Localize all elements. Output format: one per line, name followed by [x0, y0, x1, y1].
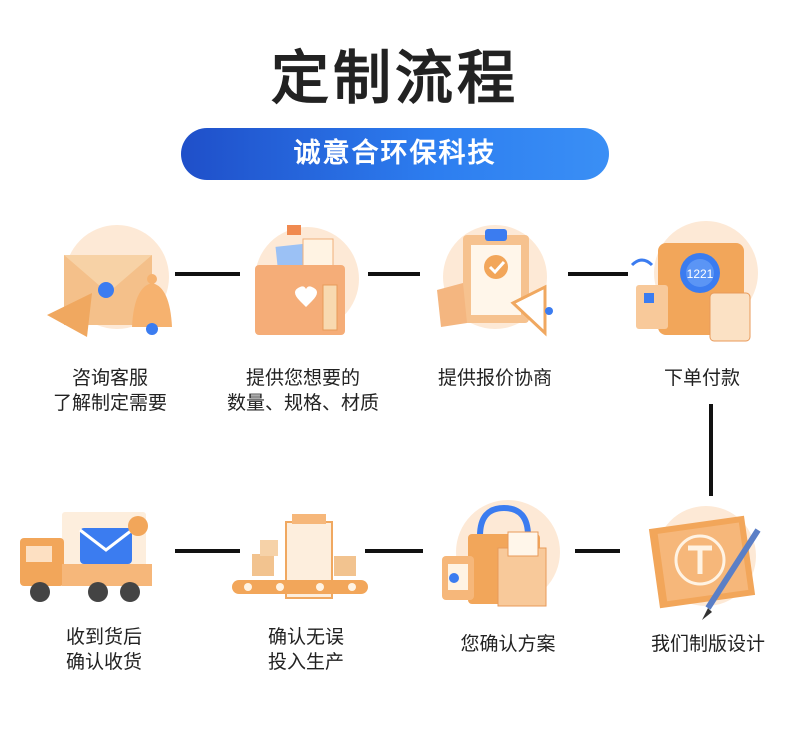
- clipboard-megaphone-icon: [437, 225, 553, 337]
- step-label: 提供您想要的 数量、规格、材质: [226, 367, 379, 414]
- blueprint-pen-icon: [648, 506, 761, 620]
- connector-4-5: [709, 404, 713, 496]
- connector-3-4: [568, 272, 628, 276]
- shopping-bag-box-icon: [442, 500, 560, 607]
- step-label: 我们制版设计: [650, 633, 765, 655]
- connector-6-7: [365, 549, 423, 553]
- connector-2-3: [368, 272, 420, 276]
- connector-7-8: [175, 549, 240, 553]
- connector-1-2: [175, 272, 240, 276]
- svg-text:1221: 1221: [687, 267, 714, 281]
- step-label: 您确认方案: [460, 633, 556, 655]
- safe-payment-icon: 1221: [630, 221, 758, 342]
- step-label: 收到货后 确认收货: [65, 626, 142, 673]
- step-label: 提供报价协商: [437, 367, 552, 389]
- conveyor-factory-icon: [232, 514, 368, 599]
- company-banner: 诚意合环保科技: [181, 128, 609, 180]
- connector-5-6: [575, 549, 620, 553]
- step-label: 咨询客服 了解制定需要: [52, 367, 167, 414]
- envelope-bell-icon: [47, 225, 172, 337]
- delivery-truck-icon: [20, 512, 152, 602]
- step-label: 下单付款: [663, 367, 740, 389]
- page-title: 定制流程: [270, 44, 519, 112]
- folder-documents-icon: [255, 225, 359, 335]
- step-label: 确认无误 投入生产: [267, 626, 344, 673]
